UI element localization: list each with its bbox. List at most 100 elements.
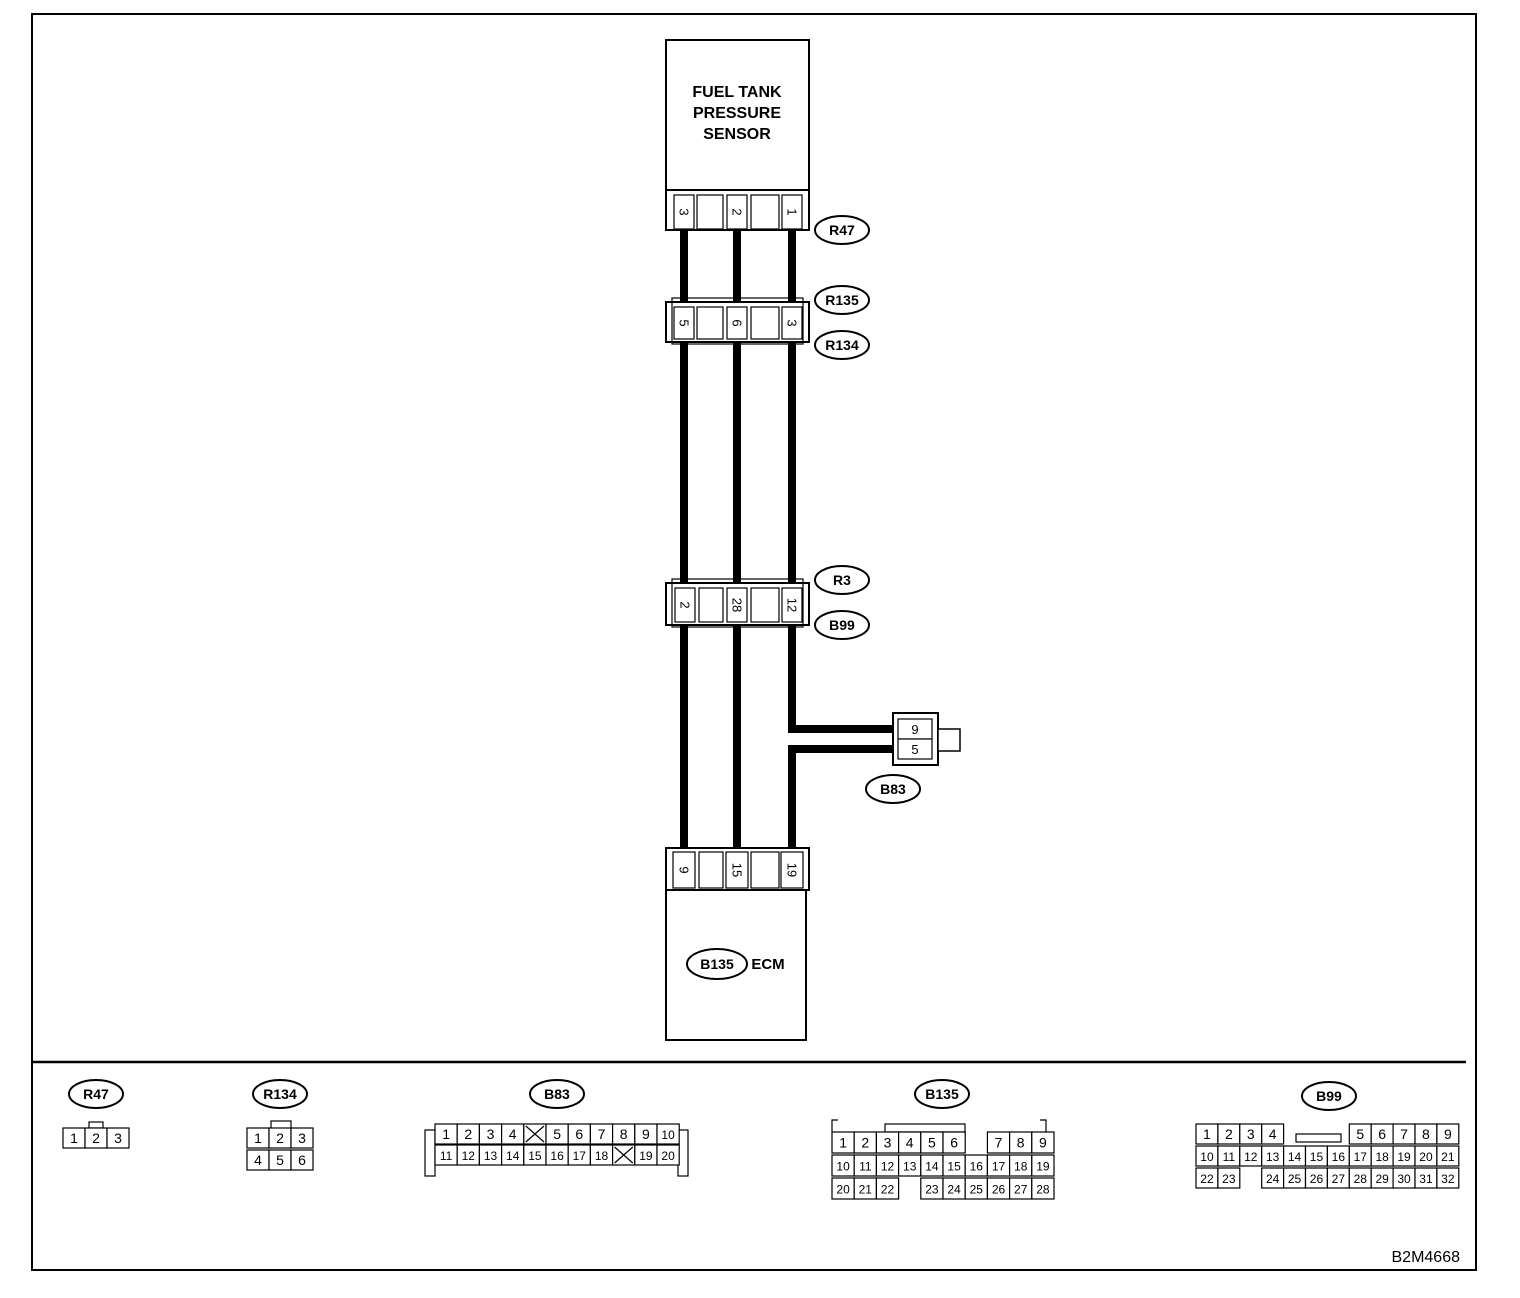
footer-b135-tag: B135 xyxy=(925,1086,959,1102)
footer-b99-tag: B99 xyxy=(1316,1088,1342,1104)
r47-pin-3: 3 xyxy=(106,1127,130,1149)
b99-pin-5: 5 xyxy=(1348,1123,1372,1145)
ecm-pin-9: 9 xyxy=(677,866,692,873)
b135-pin-28: 28 xyxy=(1031,1177,1055,1200)
b83-pin-4: 4 xyxy=(501,1123,525,1145)
b83-pin-10: 10 xyxy=(656,1123,680,1145)
svg-text:3: 3 xyxy=(487,1126,495,1142)
svg-text:5: 5 xyxy=(276,1152,284,1168)
svg-text:24: 24 xyxy=(1266,1172,1280,1186)
svg-text:3: 3 xyxy=(298,1130,306,1146)
b83-pin-17: 17 xyxy=(567,1144,592,1166)
sensor-label-line2: PRESSURE xyxy=(693,105,781,122)
b83-pin-11: 11 xyxy=(434,1144,458,1166)
connector-tag-b99-text: B99 xyxy=(829,617,855,633)
svg-text:8: 8 xyxy=(620,1126,628,1142)
svg-text:15: 15 xyxy=(528,1149,542,1163)
svg-text:4: 4 xyxy=(509,1126,517,1142)
b99-pin-19: 19 xyxy=(1392,1145,1416,1167)
svg-text:24: 24 xyxy=(947,1183,961,1197)
b135-pin-1: 1 xyxy=(831,1131,855,1154)
r47-pin-2: 2 xyxy=(730,208,745,215)
b83-pin-unused xyxy=(611,1144,636,1166)
r134-pin-6: 6 xyxy=(730,319,745,326)
b83-pin-8: 8 xyxy=(611,1123,636,1145)
b135-pin-8: 8 xyxy=(1008,1131,1033,1154)
svg-text:5: 5 xyxy=(553,1126,561,1142)
b83-pin-7: 7 xyxy=(589,1123,614,1145)
svg-text:11: 11 xyxy=(1223,1150,1236,1164)
r134-pin-2: 2 xyxy=(268,1127,292,1149)
ecm-label: ECM xyxy=(751,956,784,973)
b99-pin-8: 8 xyxy=(1414,1123,1438,1145)
svg-text:2: 2 xyxy=(464,1126,472,1142)
connector-tag-r135-text: R135 xyxy=(825,292,859,308)
b83-pin-5: 5 xyxy=(545,1123,569,1145)
b83-pin-18: 18 xyxy=(589,1144,614,1166)
r134-pin-1: 1 xyxy=(246,1127,270,1149)
r134-pin-4: 4 xyxy=(246,1149,270,1171)
svg-text:23: 23 xyxy=(925,1183,939,1197)
b135-pin-6: 6 xyxy=(942,1131,966,1154)
svg-text:6: 6 xyxy=(575,1126,583,1142)
b99-pin-1: 1 xyxy=(1195,1123,1219,1145)
svg-text:8: 8 xyxy=(1017,1135,1025,1151)
b135-pin-14: 14 xyxy=(920,1154,944,1177)
svg-text:7: 7 xyxy=(995,1135,1003,1151)
svg-text:13: 13 xyxy=(903,1160,917,1174)
b99-pin-23: 23 xyxy=(1217,1167,1241,1189)
svg-text:26: 26 xyxy=(1310,1172,1324,1186)
footer-r47-tag: R47 xyxy=(83,1086,109,1102)
r134-pin-6: 6 xyxy=(290,1149,314,1171)
b99-pin-2: 2 xyxy=(1217,1123,1241,1145)
svg-text:29: 29 xyxy=(1375,1172,1389,1186)
b135-pin-13: 13 xyxy=(897,1154,922,1177)
svg-text:32: 32 xyxy=(1441,1172,1455,1186)
b83-pin-2: 2 xyxy=(456,1123,481,1145)
b99-pin-31: 31 xyxy=(1414,1167,1438,1189)
b135-pin-11: 11 xyxy=(853,1154,878,1177)
b135-pin-20: 20 xyxy=(831,1177,855,1200)
svg-text:22: 22 xyxy=(881,1183,895,1197)
b83-pin-unused xyxy=(523,1123,547,1145)
svg-text:16: 16 xyxy=(970,1160,984,1174)
svg-text:19: 19 xyxy=(639,1149,653,1163)
svg-text:27: 27 xyxy=(1332,1172,1346,1186)
svg-text:3: 3 xyxy=(1247,1126,1255,1142)
fuel-tank-pressure-sensor: FUEL TANK PRESSURE SENSOR xyxy=(665,39,810,191)
svg-text:10: 10 xyxy=(1200,1150,1214,1164)
svg-text:20: 20 xyxy=(1419,1150,1433,1164)
b99-pin-3: 3 xyxy=(1239,1123,1263,1145)
r47-pin-1: 1 xyxy=(785,208,800,215)
svg-text:13: 13 xyxy=(484,1149,498,1163)
svg-text:25: 25 xyxy=(1288,1172,1302,1186)
b83-pin-3: 3 xyxy=(478,1123,503,1145)
r134-pin-5: 5 xyxy=(677,319,692,326)
b99-pin-4: 4 xyxy=(1261,1123,1285,1145)
svg-text:27: 27 xyxy=(1014,1183,1028,1197)
b99-pin-27: 27 xyxy=(1326,1167,1350,1189)
b83-pin-5: 5 xyxy=(911,742,918,757)
b135-pin-5: 5 xyxy=(920,1131,944,1154)
connector-tag-b99: B99 xyxy=(814,610,870,640)
svg-text:28: 28 xyxy=(1354,1172,1368,1186)
b99-pin-16: 16 xyxy=(1326,1145,1350,1167)
footer-b83-tag: B83 xyxy=(544,1086,570,1102)
svg-text:17: 17 xyxy=(992,1160,1006,1174)
svg-text:1: 1 xyxy=(442,1126,450,1142)
svg-text:3: 3 xyxy=(114,1130,122,1146)
svg-text:26: 26 xyxy=(992,1183,1006,1197)
svg-text:1: 1 xyxy=(254,1130,262,1146)
svg-text:6: 6 xyxy=(298,1152,306,1168)
wire-b83-pin5-to-ecm xyxy=(788,745,896,852)
svg-text:6: 6 xyxy=(950,1135,958,1151)
svg-text:4: 4 xyxy=(254,1152,262,1168)
svg-text:25: 25 xyxy=(970,1183,984,1197)
sensor-label-line1: FUEL TANK xyxy=(692,84,782,101)
b99-pin-29: 29 xyxy=(1370,1167,1394,1189)
b99-pin-25: 25 xyxy=(1282,1167,1307,1189)
svg-text:3: 3 xyxy=(884,1135,892,1151)
b135-pin-23: 23 xyxy=(920,1177,944,1200)
connector-tag-r134-text: R134 xyxy=(825,337,859,353)
